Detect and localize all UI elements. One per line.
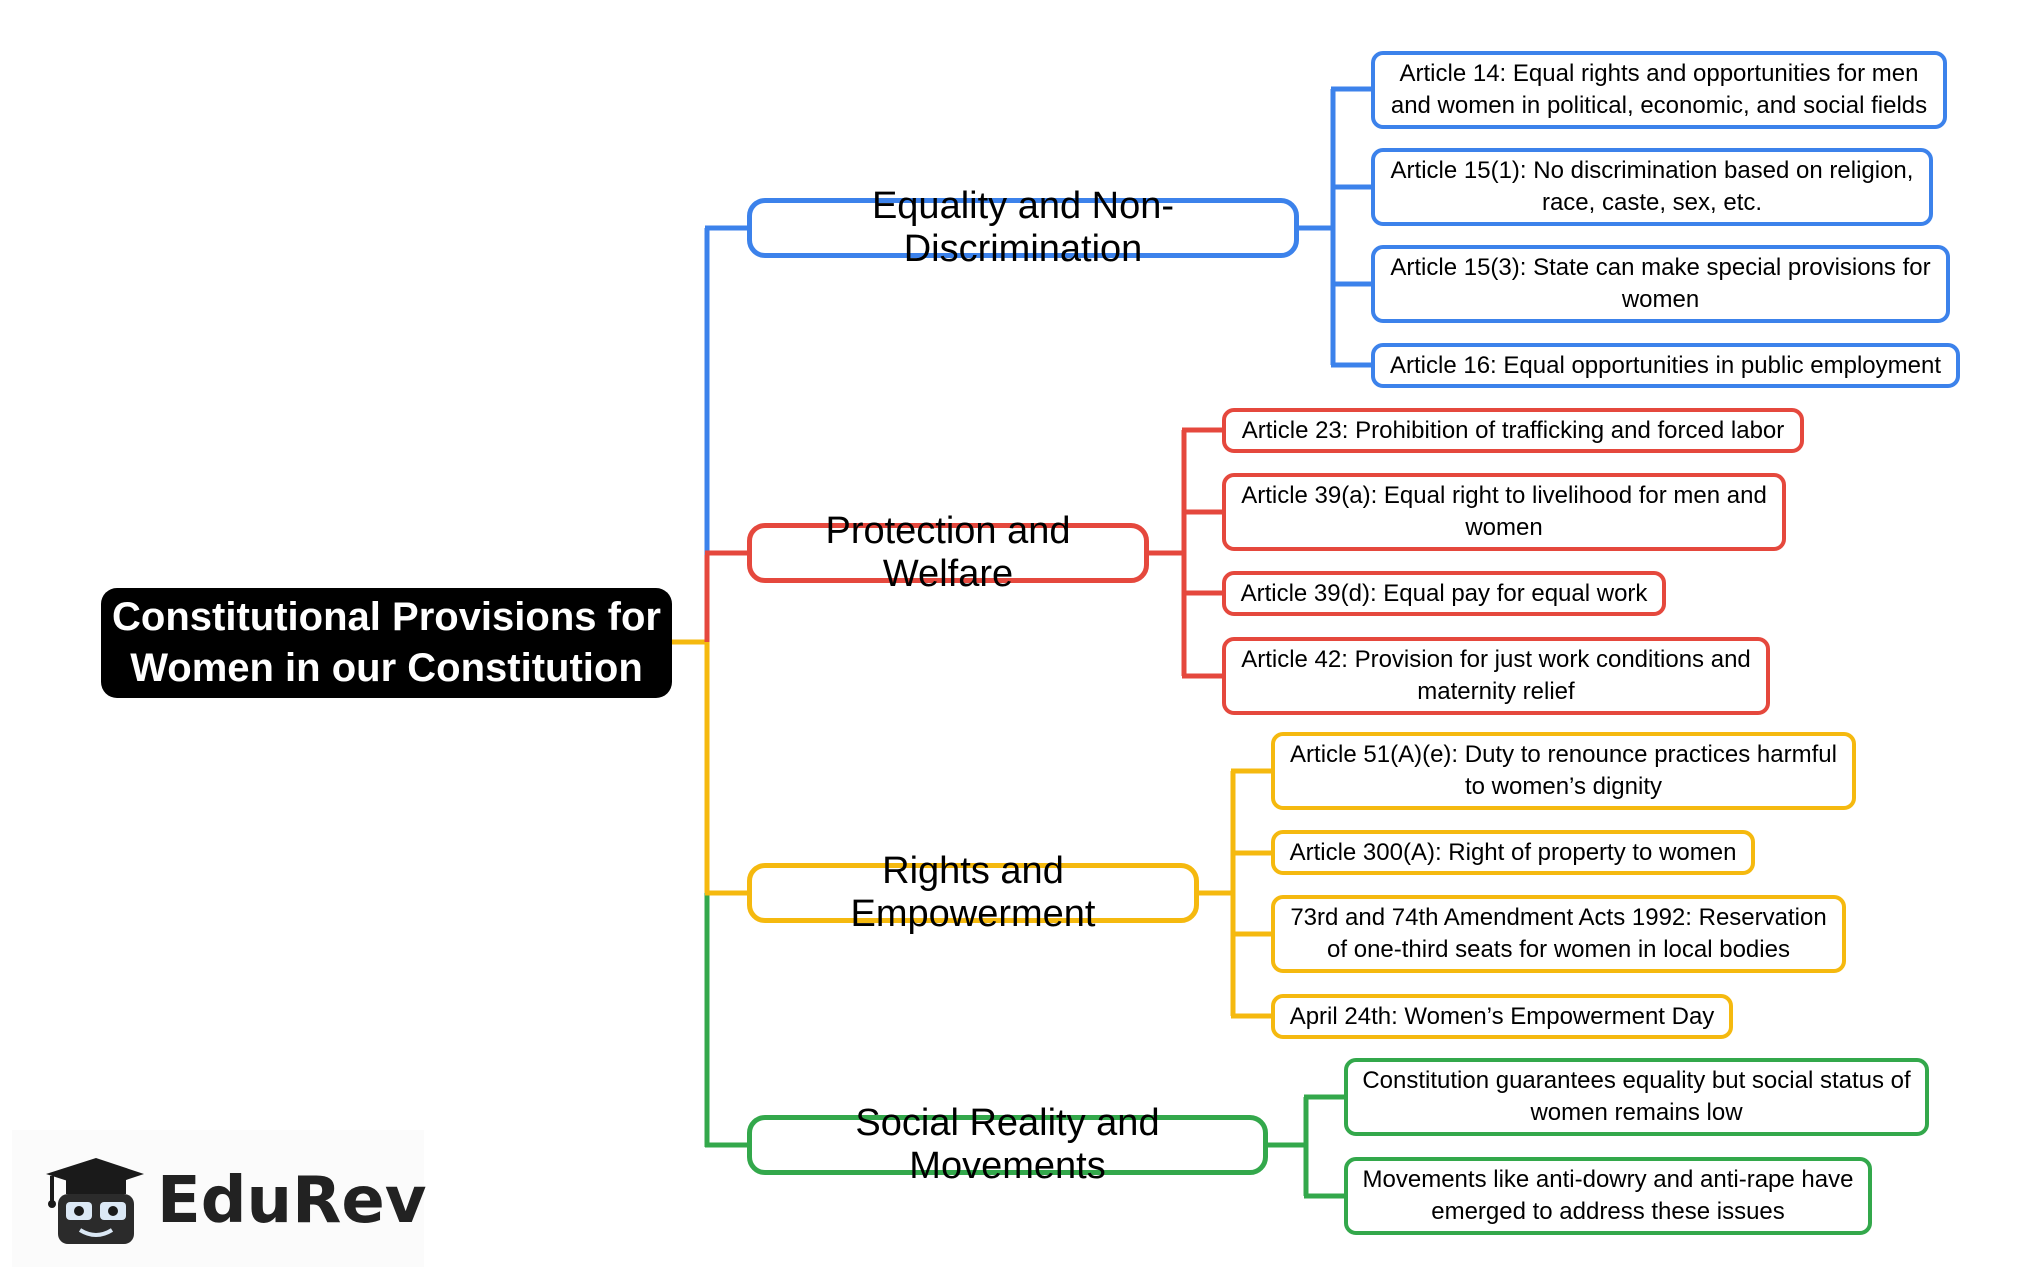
leaf-line: of one-third seats for women in local bo… [1327, 936, 1790, 963]
leaf-line: Article 42: Provision for just work cond… [1241, 646, 1751, 673]
leaf-line: emerged to address these issues [1431, 1198, 1785, 1225]
leaf-article-39a: Article 39(a): Equal right to livelihood… [1222, 473, 1786, 551]
leaf-article-51a-e: Article 51(A)(e): Duty to renounce pract… [1271, 732, 1856, 810]
leaf-empowerment-day: April 24th: Women’s Empowerment Day [1271, 994, 1733, 1039]
leaf-article-14: Article 14: Equal rights and opportuniti… [1371, 51, 1947, 129]
leaf-movements: Movements like anti-dowry and anti-rape … [1344, 1157, 1872, 1235]
leaf-line: women remains low [1530, 1099, 1743, 1126]
branch-equality: Equality and Non-Discrimination [747, 185, 1299, 270]
leaf-line: Article 15(3): State can make special pr… [1390, 254, 1931, 281]
leaf-line: 73rd and 74th Amendment Acts 1992: Reser… [1290, 904, 1827, 931]
leaf-article-39d: Article 39(d): Equal pay for equal work [1222, 571, 1666, 616]
branch-protection: Protection and Welfare [747, 510, 1149, 595]
leaf-line: Article 51(A)(e): Duty to renounce pract… [1290, 741, 1837, 768]
leaf-line: Article 39(a): Equal right to livelihood… [1241, 482, 1767, 509]
leaf-line: Movements like anti-dowry and anti-rape … [1362, 1166, 1854, 1193]
leaf-article-16: Article 16: Equal opportunities in publi… [1371, 343, 1960, 388]
leaf-article-15-3: Article 15(3): State can make special pr… [1371, 245, 1950, 323]
leaf-amendment-acts: 73rd and 74th Amendment Acts 1992: Reser… [1271, 895, 1846, 973]
leaf-line: maternity relief [1417, 678, 1575, 705]
root-title-line-1: Constitutional Provisions for [112, 595, 661, 639]
leaf-line: Article 16: Equal opportunities in publi… [1390, 351, 1941, 379]
leaf-line: race, caste, sex, etc. [1541, 189, 1763, 216]
root-title-line-2: Women in our Constitution [130, 646, 643, 690]
leaf-line: Article 39(d): Equal pay for equal work [1240, 579, 1648, 607]
edurev-logo: EduRev [12, 1130, 427, 1267]
leaf-article-15-1: Article 15(1): No discrimination based o… [1371, 148, 1933, 226]
root-node: Constitutional Provisions for Women in o… [101, 588, 672, 698]
branch-rights: Rights and Empowerment [747, 850, 1199, 935]
leaf-line: Article 300(A): Right of property to wom… [1289, 838, 1737, 866]
leaf-line: women [1465, 514, 1543, 541]
leaf-article-23: Article 23: Prohibition of trafficking a… [1222, 408, 1804, 453]
leaf-article-42: Article 42: Provision for just work cond… [1222, 637, 1770, 715]
leaf-line: to women’s dignity [1465, 773, 1662, 800]
leaf-line: Article 14: Equal rights and opportuniti… [1399, 60, 1919, 87]
leaf-article-300a: Article 300(A): Right of property to wom… [1271, 830, 1755, 875]
branch-social: Social Reality and Movements [747, 1102, 1268, 1187]
leaf-social-status: Constitution guarantees equality but soc… [1344, 1058, 1929, 1136]
logo-wordmark: EduRev [157, 1164, 427, 1238]
graduation-cap-mascot-icon [46, 1158, 144, 1244]
leaf-line: and women in political, economic, and so… [1390, 92, 1928, 119]
leaf-line: April 24th: Women’s Empowerment Day [1289, 1002, 1715, 1030]
leaf-line: Article 15(1): No discrimination based o… [1390, 157, 1914, 184]
leaf-line: Article 23: Prohibition of trafficking a… [1241, 416, 1785, 444]
leaf-line: Constitution guarantees equality but soc… [1362, 1067, 1911, 1094]
leaf-line: women [1621, 286, 1700, 313]
